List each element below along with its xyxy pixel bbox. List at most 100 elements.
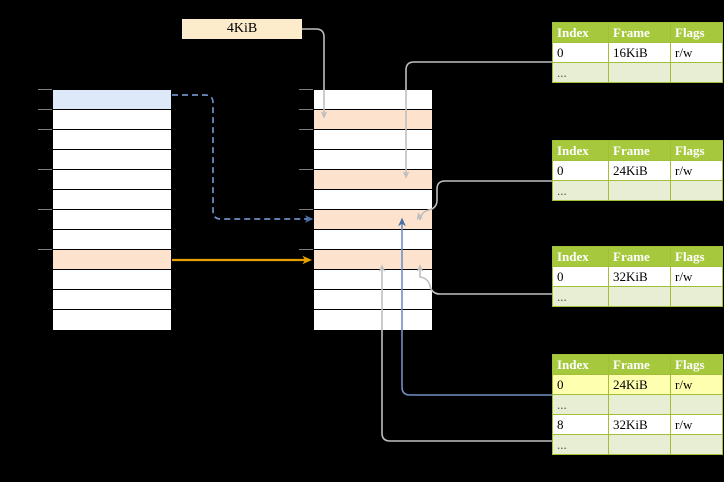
virtual-column-tick [38,169,52,170]
physical-memory-row [314,210,432,230]
column-header-frame: Frame [608,22,671,43]
table-cell: 32KiB [608,266,671,287]
table-cell: r/w [670,374,723,395]
table-cell [670,180,723,201]
column-header-flags: Flags [670,246,723,267]
table-cell [670,394,723,415]
physical-memory-row [314,250,432,270]
physical-memory-row [314,290,432,310]
table-row: ... [552,394,723,415]
table-cell [670,62,723,83]
column-header-flags: Flags [670,140,723,161]
physical-column-tick [299,89,313,90]
virtual-column-tick [38,249,52,250]
table-cell: ... [552,286,609,307]
physical-column-tick [299,249,313,250]
virtual-memory-row [53,90,171,110]
table-cell: ... [552,180,609,201]
virtual-memory-row [53,250,171,270]
physical-memory-row [314,310,432,330]
virtual-memory-row [53,150,171,170]
table-cell: 8 [552,414,609,435]
table-cell [670,434,723,455]
physical-memory-column [313,89,433,330]
table-cell [670,286,723,307]
wire-virtual-blue-dashed [172,94,314,223]
physical-column-tick [299,209,313,210]
column-header-flags: Flags [670,22,723,43]
virtual-memory-row [53,130,171,150]
table-row: ... [552,434,723,455]
table-cell: r/w [670,414,723,435]
physical-memory-row [314,130,432,150]
table-cell [608,180,671,201]
physical-memory-row [314,230,432,250]
table-row: ... [552,286,723,307]
virtual-column-tick [38,209,52,210]
virtual-column-tick [38,109,52,110]
virtual-memory-column [52,89,172,330]
column-header-frame: Frame [608,354,671,375]
column-header-index: Index [552,140,609,161]
physical-column-tick [299,109,313,110]
virtual-memory-row [53,170,171,190]
physical-memory-row [314,190,432,210]
table-cell: ... [552,394,609,415]
virtual-memory-row [53,290,171,310]
virtual-memory-row [53,210,171,230]
virtual-memory-row [53,230,171,250]
column-header-frame: Frame [608,246,671,267]
table-cell: 24KiB [608,374,671,395]
table-cell: 0 [552,160,609,181]
size-label-4kib: 4KiB [182,19,302,39]
wire-table3-to-physical [416,264,552,295]
physical-memory-row [314,170,432,190]
column-header-flags: Flags [670,354,723,375]
physical-memory-row [314,90,432,110]
table-cell: r/w [670,42,723,63]
virtual-memory-row [53,190,171,210]
wire-table2-to-physical [416,180,552,221]
column-header-index: Index [552,22,609,43]
table-cell: ... [552,62,609,83]
table-cell [608,286,671,307]
table-row: ... [552,62,723,83]
table-cell [608,62,671,83]
table-cell: ... [552,434,609,455]
virtual-memory-row [53,270,171,290]
table-cell: 24KiB [608,160,671,181]
table-cell [608,394,671,415]
physical-column-tick [299,169,313,170]
table-cell: r/w [670,160,723,181]
virtual-column-tick [38,129,52,130]
column-header-frame: Frame [608,140,671,161]
virtual-column-tick [38,89,52,90]
table-cell: 16KiB [608,42,671,63]
virtual-memory-row [53,310,171,330]
table-cell [608,434,671,455]
column-header-index: Index [552,354,609,375]
table-cell: 0 [552,266,609,287]
table-cell: 0 [552,42,609,63]
table-cell: 32KiB [608,414,671,435]
physical-memory-row [314,150,432,170]
physical-column-tick [299,129,313,130]
table-row: ... [552,180,723,201]
physical-memory-row [314,110,432,130]
table-cell: r/w [670,266,723,287]
column-header-index: Index [552,246,609,267]
table-cell: 0 [552,374,609,395]
